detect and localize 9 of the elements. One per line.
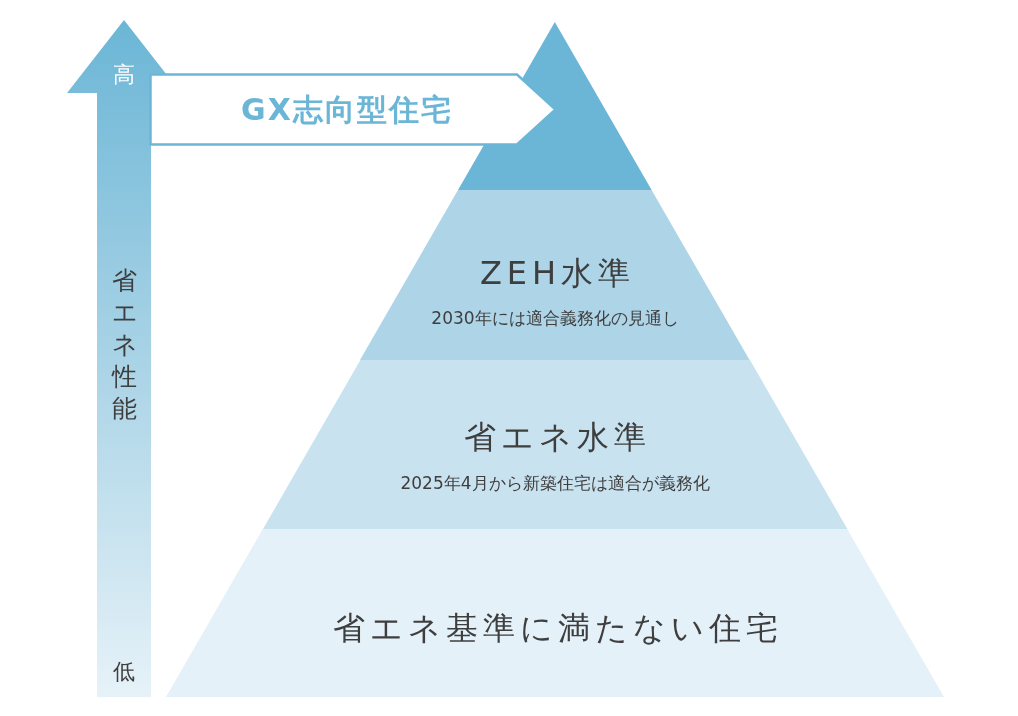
tier-title: ZEH水準 (478, 254, 636, 292)
tier-note: 2030年には適合義務化の見通し (431, 308, 679, 328)
banner-title: GX志向型住宅 (240, 92, 453, 128)
tier-note: 2025年4月から新築住宅は適合が義務化 (400, 473, 710, 493)
tier-title: 省エネ水準 (463, 418, 651, 456)
axis-high-label: 高 (113, 62, 135, 88)
axis-low-label: 低 (113, 659, 135, 685)
tier-title: 省エネ基準に満たない住宅 (331, 609, 783, 647)
axis-title: 省エネ性能 (111, 265, 137, 425)
